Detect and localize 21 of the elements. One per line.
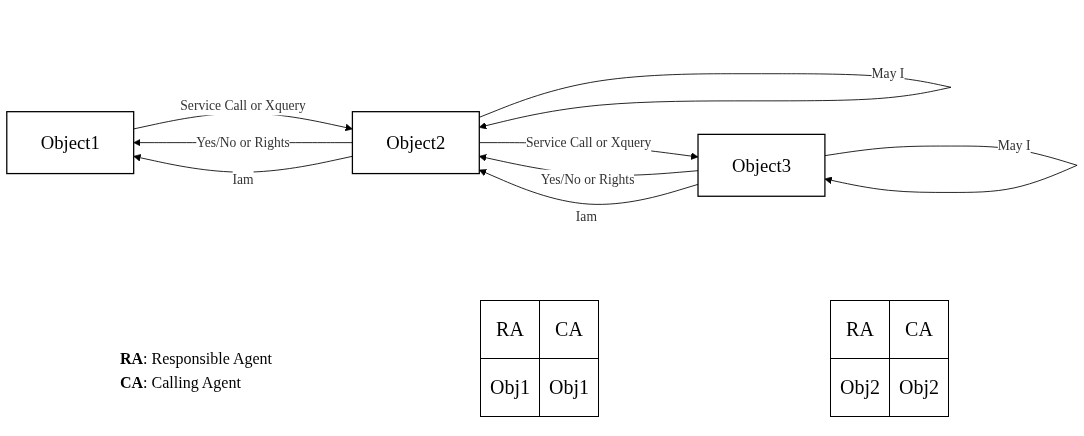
table-cell: Obj2 — [830, 358, 890, 417]
table-cell: RA — [480, 300, 540, 359]
table-cell: Obj1 — [480, 358, 540, 417]
edge-label: Service Call or Xquery — [180, 97, 306, 113]
node-box: Object3 — [697, 133, 826, 197]
table-cell: CA — [889, 300, 949, 359]
abbreviation-note: CA: Calling Agent — [120, 374, 241, 392]
node-box: Object1 — [6, 111, 135, 175]
table-cell: CA — [539, 300, 599, 359]
edge-label: Service Call or Xquery — [525, 135, 652, 150]
edge-label: Iam — [232, 172, 254, 187]
table-cell: RA — [830, 300, 890, 359]
edge-label: Iam — [575, 208, 597, 224]
edge-label: May I — [997, 138, 1031, 153]
edge-label: Yes/No or Rights — [196, 135, 290, 150]
table-cell: Obj2 — [889, 358, 949, 417]
table-cell: Obj1 — [539, 358, 599, 417]
node-box: Object2 — [351, 111, 480, 175]
abbreviation-note: RA: Responsible Agent — [120, 350, 272, 368]
edge-label: Yes/No or Rights — [540, 172, 635, 187]
edge-label: May I — [871, 66, 905, 81]
